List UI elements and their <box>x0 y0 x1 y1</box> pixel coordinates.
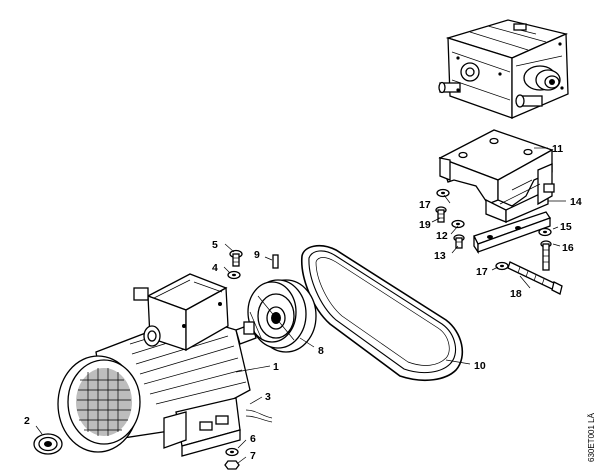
callout-7: 7 <box>250 450 256 462</box>
bearing <box>33 433 63 455</box>
gearbox-assembly <box>438 19 569 119</box>
callout-15: 15 <box>560 221 572 233</box>
callout-11: 11 <box>552 143 563 155</box>
v-belt <box>301 244 464 382</box>
callout-5: 5 <box>212 239 218 251</box>
hardware-upper-left <box>435 188 465 249</box>
mounting-bracket <box>438 129 555 223</box>
callout-8: 8 <box>318 345 324 357</box>
callout-2: 2 <box>24 415 30 427</box>
callout-labels: 11 17 19 12 13 14 15 16 17 18 5 4 9 8 10… <box>24 143 582 462</box>
callout-1: 1 <box>273 361 279 373</box>
callout-13: 13 <box>434 250 446 262</box>
callout-19: 19 <box>419 219 431 231</box>
callout-6: 6 <box>250 433 256 445</box>
hardware-motor-top <box>227 249 243 280</box>
callout-3: 3 <box>265 391 271 403</box>
callout-12: 12 <box>436 230 448 242</box>
callout-10: 10 <box>474 360 486 372</box>
tension-bolt <box>495 261 563 295</box>
v-belt-pulley <box>247 279 317 353</box>
leader-lines <box>35 147 566 464</box>
slide-bar <box>473 211 552 255</box>
callout-14: 14 <box>570 196 582 208</box>
callout-17-upper: 17 <box>419 199 431 211</box>
hardware-motor-foot <box>224 447 240 470</box>
callout-16: 16 <box>562 242 574 254</box>
electric-motor <box>57 273 273 457</box>
key <box>272 254 279 269</box>
callout-18: 18 <box>510 288 522 300</box>
hardware-right <box>538 227 552 271</box>
drawing-code: 630ET001 LÄ <box>587 412 596 462</box>
callout-4: 4 <box>212 262 218 274</box>
callout-17-lower: 17 <box>476 266 488 278</box>
callout-9: 9 <box>254 249 260 261</box>
